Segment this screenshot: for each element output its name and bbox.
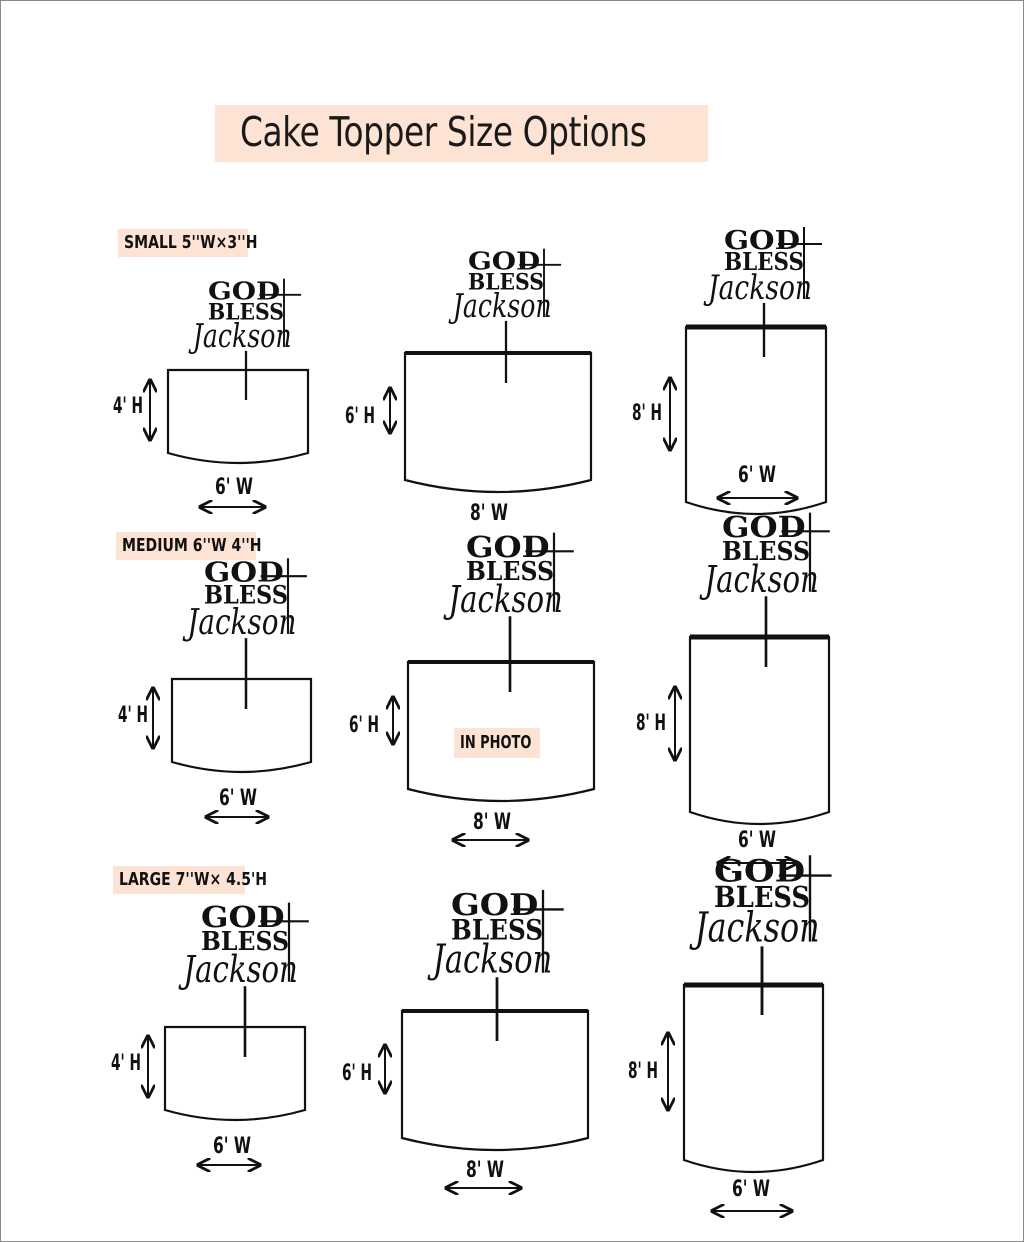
topper-line-god: GOD <box>722 510 806 544</box>
topper-line-bless: BLESS <box>724 247 804 276</box>
cake-outline <box>403 351 593 494</box>
title-highlight <box>215 105 708 162</box>
topper-line-bless: BLESS <box>466 556 554 587</box>
cake-outline <box>688 635 831 826</box>
cake-outline <box>163 1025 307 1122</box>
width-label: 6' W <box>219 786 257 811</box>
height-label: 4' H <box>111 1051 141 1076</box>
width-label: 6' W <box>732 1177 770 1202</box>
width-label: 6' W <box>738 828 776 853</box>
topper-line-bless: BLESS <box>204 579 288 609</box>
height-label: 8' H <box>632 401 662 426</box>
topper-name: Jackson <box>427 938 552 983</box>
topper-name: Jackson <box>183 602 297 643</box>
topper-line-god: GOD <box>204 556 284 588</box>
topper-line-god: GOD <box>208 277 280 306</box>
width-label: 6' W <box>738 463 776 488</box>
topper-line-god: GOD <box>466 530 550 564</box>
topper-line-bless: BLESS <box>468 270 544 296</box>
height-label: 4' H <box>118 703 148 728</box>
height-label: 6' H <box>349 713 379 738</box>
topper-name: Jackson <box>178 947 298 991</box>
topper-line-god: GOD <box>201 900 285 934</box>
in-photo-badge: IN PHOTO <box>454 728 540 758</box>
cake-outline <box>400 1009 590 1152</box>
height-label: 8' H <box>628 1059 658 1084</box>
topper-line-god: GOD <box>468 247 540 276</box>
cake-outline <box>166 368 310 465</box>
cake-outline <box>406 660 596 803</box>
topper-line-god: GOD <box>714 854 805 890</box>
topper-line-bless: BLESS <box>714 880 810 914</box>
topper-name: Jackson <box>703 268 812 308</box>
width-label: 6' W <box>215 475 253 500</box>
topper-line-bless: BLESS <box>451 913 543 946</box>
cake-outline <box>682 983 825 1174</box>
topper-line-bless: BLESS <box>208 300 284 326</box>
cake-outline <box>684 325 828 516</box>
topper-line-bless: BLESS <box>722 536 810 567</box>
topper-line-god: GOD <box>724 226 800 256</box>
height-label: 6' H <box>345 404 375 429</box>
size-label-large: LARGE 7''W× 4.5'H <box>113 866 267 894</box>
topper-line-god: GOD <box>451 888 538 923</box>
topper-line-bless: BLESS <box>201 926 289 957</box>
width-label: 8' W <box>466 1158 504 1183</box>
size-label-small: SMALL 5''W×3''H <box>118 229 257 257</box>
size-label-medium: MEDIUM 6''W 4''H <box>116 532 262 560</box>
topper-name: Jackson <box>699 557 819 601</box>
page-title: Cake Topper Size Options <box>240 108 647 156</box>
topper-name: Jackson <box>443 577 563 621</box>
width-label: 6' W <box>213 1134 251 1159</box>
width-label: 8' W <box>470 501 508 526</box>
height-label: 8' H <box>636 711 666 736</box>
cake-outline <box>170 677 313 774</box>
topper-name: Jackson <box>188 317 291 355</box>
height-label: 4' H <box>113 394 143 419</box>
topper-name: Jackson <box>689 904 819 952</box>
height-label: 6' H <box>342 1061 372 1086</box>
width-label: 8' W <box>473 810 511 835</box>
topper-name: Jackson <box>448 287 551 325</box>
